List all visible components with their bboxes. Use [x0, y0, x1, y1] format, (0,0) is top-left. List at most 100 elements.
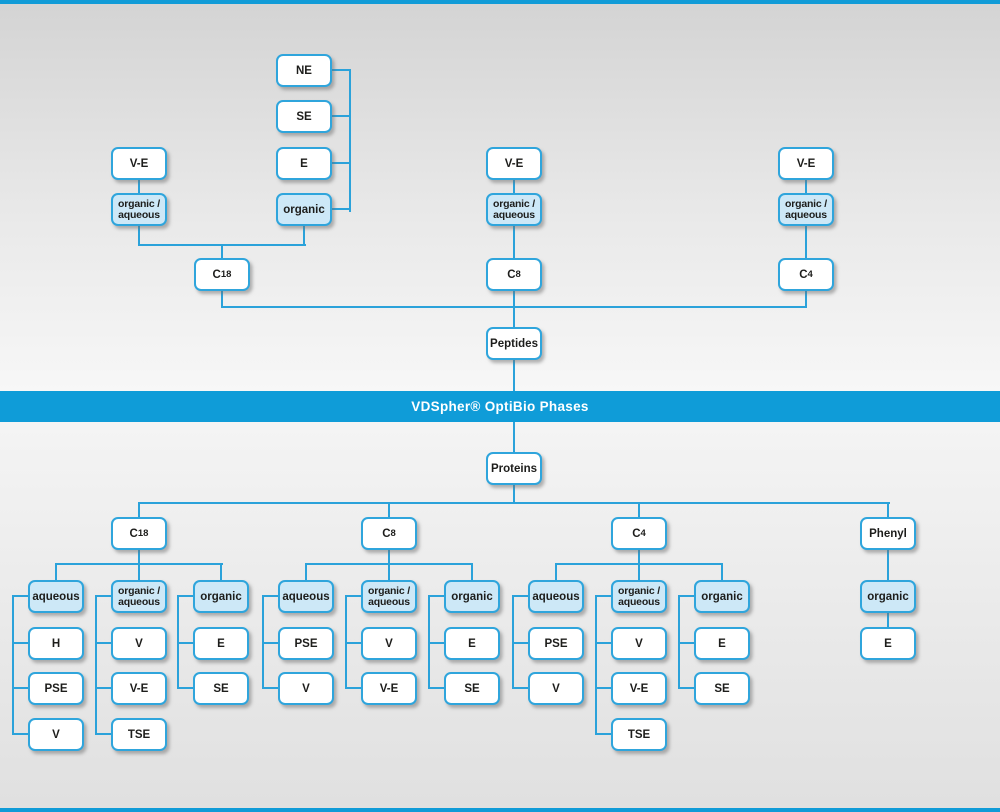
- connector-line: [138, 226, 140, 246]
- connector-line: [331, 162, 351, 164]
- node-label: organic / aqueous: [118, 584, 160, 608]
- node-pep-c8-ve: V-E: [486, 147, 542, 180]
- node-peptides: Peptides: [486, 327, 542, 360]
- connector-line: [513, 180, 515, 194]
- node-label: NE: [296, 64, 312, 77]
- node-label: V-E: [129, 157, 149, 170]
- node-label: E: [468, 637, 476, 650]
- connector-line: [805, 226, 807, 259]
- node-label: TSE: [127, 728, 151, 741]
- connector-line: [721, 563, 723, 581]
- node-label: organic: [200, 590, 242, 603]
- connector-line: [262, 595, 278, 597]
- node-label: C: [129, 527, 138, 540]
- node-label: Phenyl: [869, 527, 907, 540]
- node-c18-org-se: SE: [193, 672, 249, 705]
- node-c8-v: V: [278, 672, 334, 705]
- connector-line: [177, 642, 193, 644]
- node-label: V-E: [504, 157, 524, 170]
- node-label: organic: [701, 590, 743, 603]
- node-label: V-E: [129, 682, 149, 695]
- node-c8-organic: organic: [444, 580, 500, 613]
- connector-line: [177, 595, 193, 597]
- node-label: 8: [515, 268, 521, 280]
- node-pep-c8-orgaq: organic / aqueous: [486, 193, 542, 226]
- connector-line: [95, 595, 111, 597]
- node-label: Proteins: [490, 462, 537, 475]
- node-label: 18: [220, 268, 232, 280]
- node-pep-ne: NE: [276, 54, 332, 87]
- node-c18-oa-tse: TSE: [111, 718, 167, 751]
- connector-line: [595, 642, 611, 644]
- node-label: aqueous: [532, 590, 580, 603]
- node-c8-oa-v: V: [361, 627, 417, 660]
- node-c8-pse: PSE: [278, 627, 334, 660]
- node-c18-h: H: [28, 627, 84, 660]
- connector-line: [95, 687, 111, 689]
- node-label: SE: [213, 682, 229, 695]
- node-label: C: [382, 527, 391, 540]
- node-label: organic / aqueous: [618, 584, 660, 608]
- node-c8-org-e: E: [444, 627, 500, 660]
- node-label: PSE: [294, 637, 318, 650]
- top-border-bar: [0, 0, 1000, 4]
- node-c4-org-e: E: [694, 627, 750, 660]
- node-pep-se: SE: [276, 100, 332, 133]
- node-phenyl-organic: organic: [860, 580, 916, 613]
- connector-line: [595, 595, 611, 597]
- node-c18-orgaq: organic / aqueous: [111, 580, 167, 613]
- connector-line: [388, 563, 390, 581]
- connector-line: [12, 687, 28, 689]
- connector-line: [331, 115, 351, 117]
- connector-line: [805, 291, 807, 308]
- node-proteins: Proteins: [486, 452, 542, 485]
- connector-line: [305, 563, 307, 581]
- connector-line: [138, 563, 140, 581]
- connector-line: [12, 642, 28, 644]
- connector-line: [595, 733, 611, 735]
- node-c4-oa-ve: V-E: [611, 672, 667, 705]
- connector-line: [55, 563, 57, 581]
- connector-line: [95, 642, 111, 644]
- node-c4-oa-tse: TSE: [611, 718, 667, 751]
- connector-line: [345, 642, 361, 644]
- connector-line: [805, 180, 807, 194]
- connector-line: [12, 733, 28, 735]
- connector-line: [428, 595, 444, 597]
- node-c4-organic: organic: [694, 580, 750, 613]
- node-c18-aqueous: aqueous: [28, 580, 84, 613]
- node-pep-c18-orgaq: organic / aqueous: [111, 193, 167, 226]
- connector-line: [513, 226, 515, 259]
- node-label: 18: [137, 527, 149, 539]
- node-label: SE: [714, 682, 730, 695]
- connector-line: [638, 550, 640, 565]
- node-label: organic: [451, 590, 493, 603]
- node-label: organic / aqueous: [785, 197, 827, 221]
- node-label: E: [217, 637, 225, 650]
- node-pep-c4-ve: V-E: [778, 147, 834, 180]
- node-c4-oa-v: V: [611, 627, 667, 660]
- node-c18-pse: PSE: [28, 672, 84, 705]
- node-label: V-E: [796, 157, 816, 170]
- connector-line: [678, 595, 694, 597]
- connector-line: [220, 563, 222, 581]
- node-pep-organic: organic: [276, 193, 332, 226]
- node-c8-oa-ve: V-E: [361, 672, 417, 705]
- connector-line: [512, 642, 528, 644]
- node-label: V: [635, 637, 643, 650]
- node-label: organic: [283, 203, 325, 216]
- connector-line: [345, 595, 361, 597]
- connector-line: [678, 687, 694, 689]
- banner: VDSpher® OptiBio Phases: [0, 391, 1000, 422]
- connector-line: [513, 485, 515, 504]
- connector-line: [95, 595, 97, 735]
- connector-line: [512, 595, 528, 597]
- connector-line: [638, 563, 640, 581]
- connector-line: [887, 502, 889, 518]
- connector-line: [513, 422, 515, 453]
